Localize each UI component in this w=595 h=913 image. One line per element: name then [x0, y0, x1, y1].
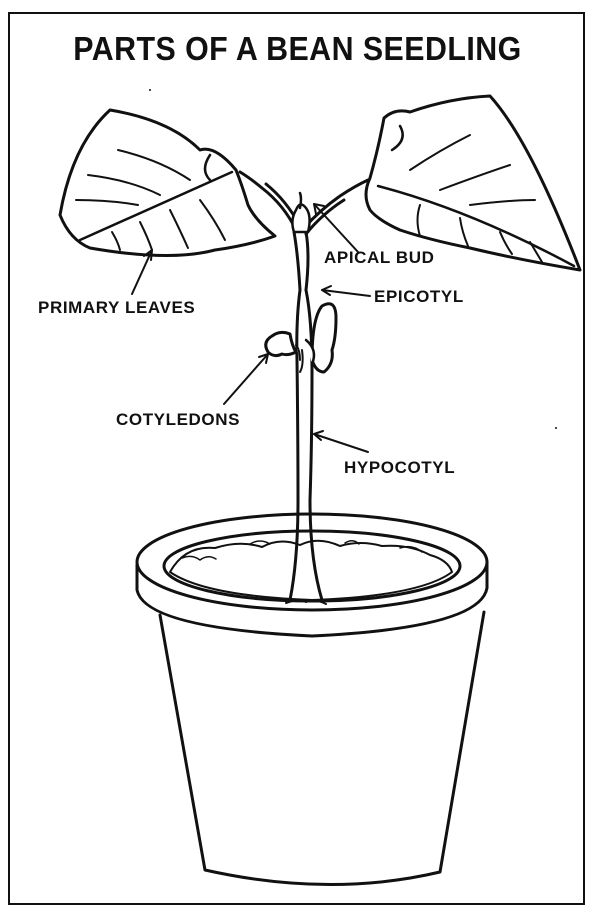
flower-pot: [137, 514, 487, 885]
left-primary-leaf: [60, 110, 275, 256]
apical-bud-arrow: [314, 204, 358, 252]
label-apical-bud: APICAL BUD: [324, 248, 435, 268]
primary-leaves-arrow: [132, 250, 152, 294]
label-cotyledons: COTYLEDONS: [116, 410, 240, 430]
apical-bud-shape: [292, 193, 309, 232]
label-primary-leaves: PRIMARY LEAVES: [38, 298, 195, 318]
hypocotyl-arrow: [314, 434, 368, 452]
right-primary-leaf: [366, 96, 580, 270]
label-epicotyl: EPICOTYL: [374, 287, 464, 307]
cotyledons-arrow: [224, 354, 268, 404]
label-hypocotyl: HYPOCOTYL: [344, 458, 455, 478]
cotyledons-shape: [266, 304, 336, 372]
